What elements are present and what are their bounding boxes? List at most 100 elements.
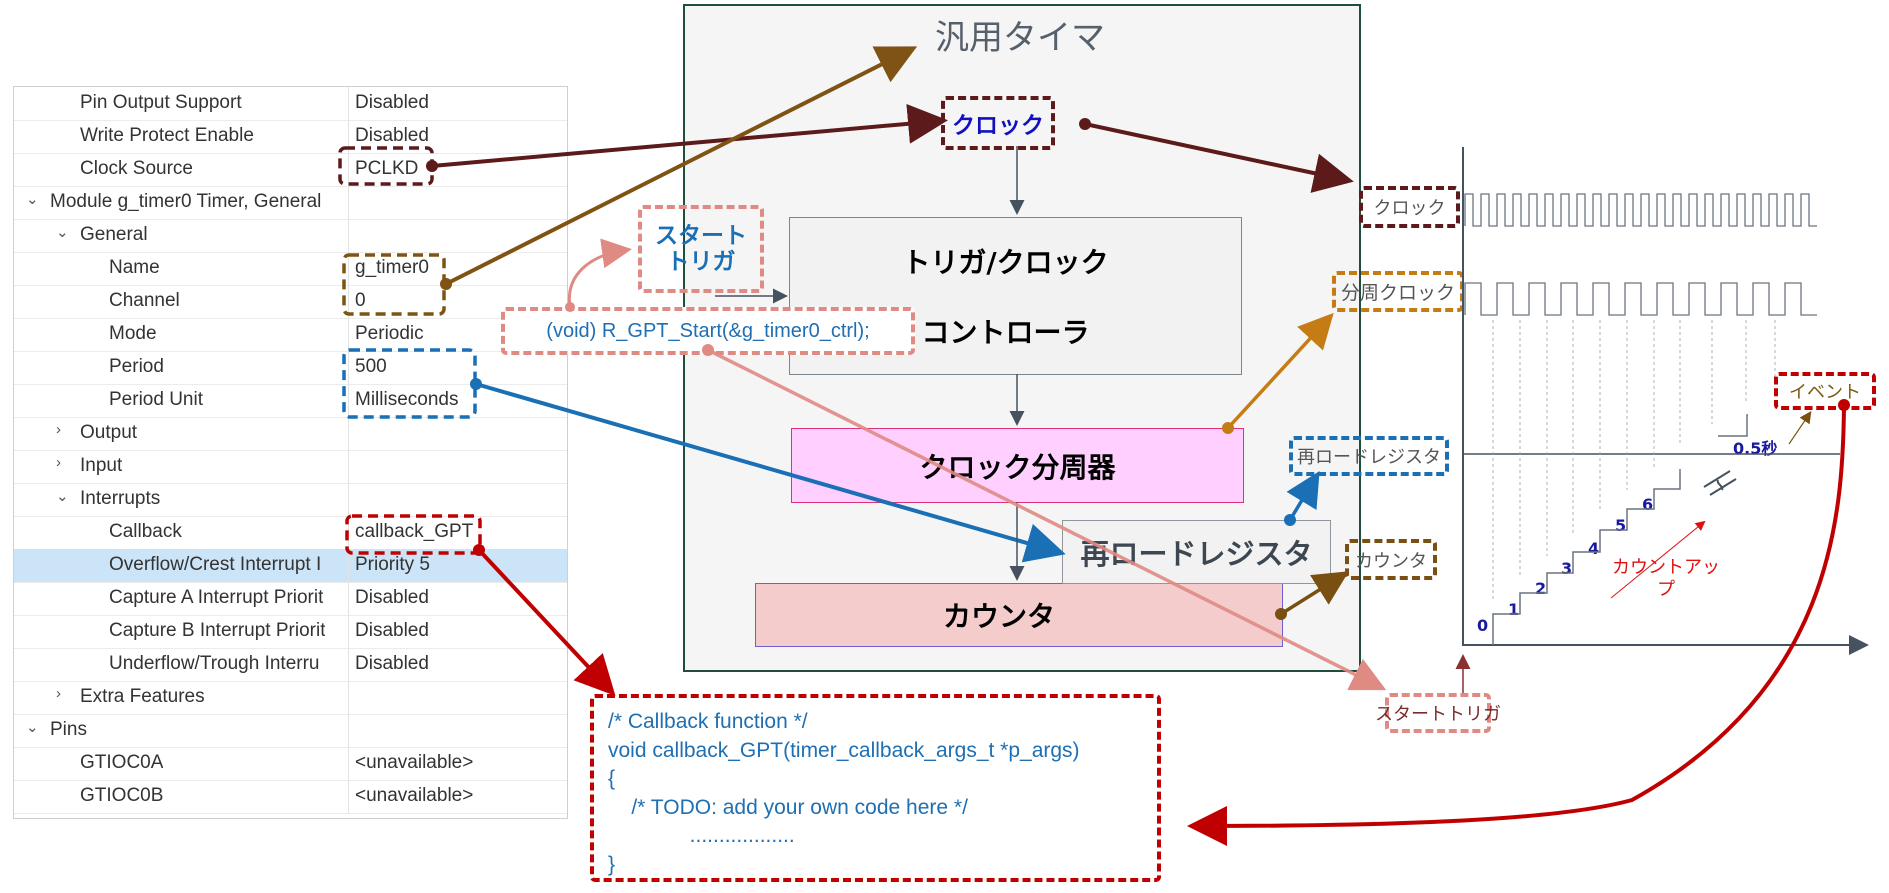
count-up-line-1: カウントアッ: [1612, 557, 1720, 578]
property-value[interactable]: Disabled: [355, 653, 429, 674]
chevron-right-icon[interactable]: ›: [56, 454, 61, 471]
timing-counter-text: カウンタ: [1355, 550, 1427, 572]
property-row[interactable]: › Input: [14, 450, 567, 484]
start-call-box: (void) R_GPT_Start(&g_timer0_ctrl);: [501, 307, 915, 355]
property-row[interactable]: Name g_timer0: [14, 252, 567, 286]
timing-event-text: イベント: [1789, 382, 1861, 403]
code-line: }: [608, 852, 616, 876]
property-value[interactable]: Disabled: [355, 92, 429, 113]
column-divider: [348, 384, 349, 417]
controller-line-1: トリガ/クロック: [902, 246, 1109, 279]
callback-code-box: /* Callback function */ void callback_GPT…: [590, 694, 1161, 882]
column-divider: [348, 318, 349, 351]
property-name: General: [80, 224, 148, 245]
divided-clock-waveform: [1464, 282, 1817, 316]
property-name: Period: [109, 356, 164, 377]
code-line: void callback_GPT(timer_callback_args_t …: [608, 738, 1080, 762]
property-row[interactable]: Write Protect Enable Disabled: [14, 120, 567, 154]
property-value[interactable]: 0: [355, 290, 366, 311]
property-value[interactable]: callback_GPT: [355, 521, 474, 542]
chevron-right-icon[interactable]: ›: [56, 685, 61, 702]
timing-reload-label: 再ロードレジスタ: [1289, 436, 1449, 476]
property-value[interactable]: <unavailable>: [355, 752, 474, 773]
property-name: Channel: [109, 290, 180, 311]
column-divider: [348, 483, 349, 516]
column-divider: [348, 747, 349, 780]
event-pointer: [1788, 411, 1812, 445]
column-divider: [348, 681, 349, 714]
property-row[interactable]: › Extra Features: [14, 681, 567, 715]
code-line: {: [608, 767, 616, 790]
property-value[interactable]: Disabled: [355, 125, 429, 146]
timing-clock-text: クロック: [1373, 198, 1446, 219]
property-row[interactable]: ⌄Interrupts: [14, 483, 567, 517]
property-row[interactable]: GTIOC0A<unavailable>: [14, 747, 567, 781]
count-step-label: 0: [1477, 616, 1489, 635]
count-step-label: 6: [1642, 495, 1654, 514]
clock-divider-label: クロック分周器: [919, 450, 1116, 484]
count-up-label: カウントアッ プ: [1612, 557, 1720, 600]
period-label: 0.5秒: [1733, 439, 1778, 458]
clock-waveform: [1464, 193, 1817, 227]
property-name: Input: [80, 455, 123, 476]
property-name: GTIOC0B: [80, 785, 164, 806]
timing-clock-label: クロック: [1359, 186, 1460, 228]
chevron-down-icon[interactable]: ⌄: [56, 224, 69, 241]
chevron-down-icon[interactable]: ⌄: [26, 191, 39, 208]
timing-divided-clock-label: 分周クロック: [1332, 271, 1464, 312]
property-row[interactable]: Channel 0: [14, 285, 567, 319]
counter-label: カウンタ: [942, 600, 1055, 633]
start-call-code: (void) R_GPT_Start(&g_timer0_ctrl);: [546, 319, 870, 342]
property-row[interactable]: ›Output: [14, 417, 567, 451]
column-divider: [348, 219, 349, 252]
column-divider: [348, 120, 349, 153]
break-mark: [1703, 470, 1737, 496]
property-value[interactable]: Periodic: [355, 323, 424, 344]
property-value[interactable]: Priority 5: [355, 554, 430, 575]
property-row[interactable]: Underflow/Trough Interru Disabled: [14, 648, 567, 682]
reload-register-block: 再ロードレジスタ: [1062, 520, 1331, 584]
property-row[interactable]: ⌄Module g_timer0 Timer, General: [14, 186, 567, 220]
property-row[interactable]: ⌄Pins: [14, 714, 567, 748]
property-name: Capture A Interrupt Priorit: [109, 587, 324, 608]
chevron-right-icon[interactable]: ›: [56, 421, 61, 438]
property-name: Capture B Interrupt Priorit: [109, 620, 326, 641]
property-row[interactable]: GTIOC0B <unavailable>: [14, 780, 567, 814]
property-value[interactable]: 500: [355, 356, 387, 377]
column-divider: [348, 351, 349, 384]
property-name: Write Protect Enable: [80, 125, 254, 146]
property-value[interactable]: Milliseconds: [355, 389, 459, 410]
column-divider: [348, 417, 349, 450]
column-divider: [348, 186, 349, 219]
property-row[interactable]: Period 500: [14, 351, 567, 385]
property-value[interactable]: PCLKD: [355, 158, 419, 179]
property-name: Underflow/Trough Interru: [109, 653, 320, 674]
property-value[interactable]: g_timer0: [355, 257, 429, 278]
property-row[interactable]: ⌄ General: [14, 219, 567, 253]
clock-source-box: クロック: [941, 96, 1055, 150]
count-step-label: 5: [1615, 516, 1627, 535]
code-line: /* Callback function */: [608, 710, 808, 733]
property-row[interactable]: Pin Output Support Disabled: [14, 87, 567, 121]
property-value[interactable]: Disabled: [355, 587, 429, 608]
column-divider: [348, 252, 349, 285]
chevron-down-icon[interactable]: ⌄: [56, 488, 69, 505]
count-step-label: 4: [1588, 539, 1600, 558]
chevron-down-icon[interactable]: ⌄: [26, 719, 39, 736]
column-divider: [348, 549, 349, 582]
property-row[interactable]: Capture B Interrupt Priorit Disabled: [14, 615, 567, 649]
property-name: Name: [109, 257, 160, 278]
property-name: Extra Features: [80, 686, 205, 707]
property-row[interactable]: Capture A Interrupt Priorit Disabled: [14, 582, 567, 616]
start-trigger-box: スタート トリガ: [638, 205, 764, 293]
property-value[interactable]: <unavailable>: [355, 785, 474, 806]
property-name: Pin Output Support: [80, 92, 242, 113]
timing-counter-label: カウンタ: [1345, 539, 1437, 580]
property-value[interactable]: Disabled: [355, 620, 429, 641]
